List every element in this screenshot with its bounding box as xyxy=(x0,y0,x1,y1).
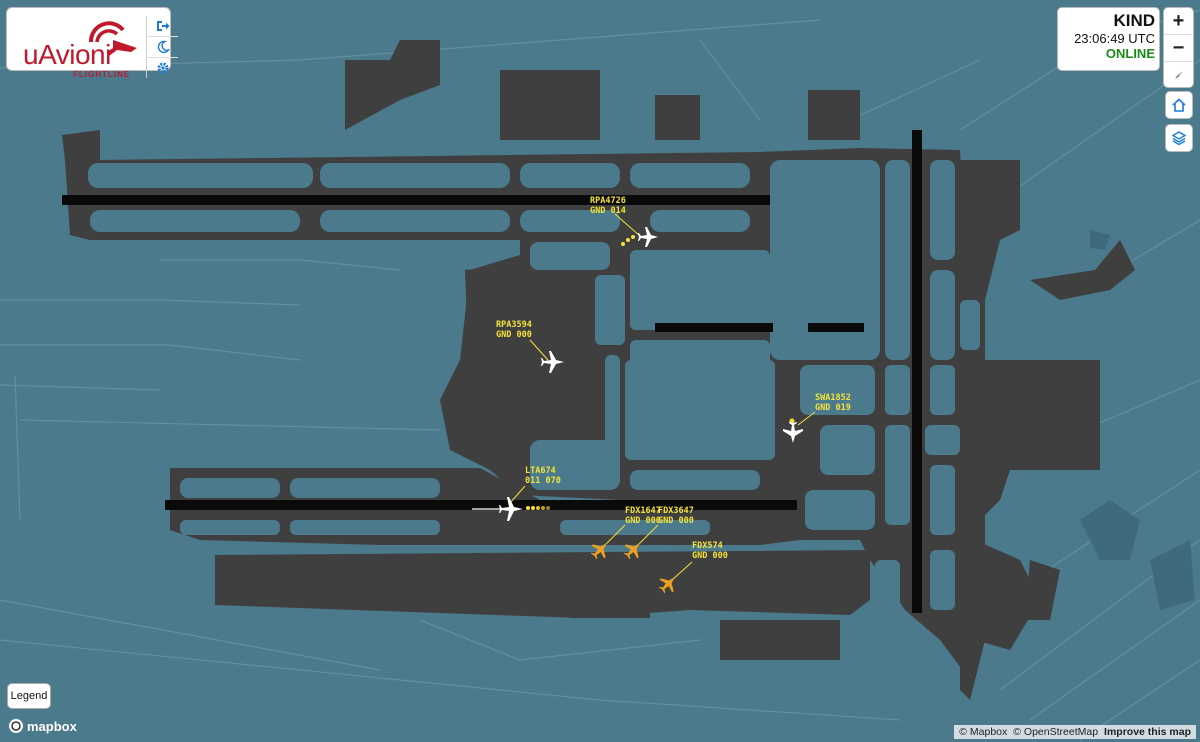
aircraft-fdx1647[interactable]: FDX1647 GND 000 xyxy=(587,506,661,563)
aircraft-layer: RPA4726 GND 014 RPA3594 GND 000 SWA1852 … xyxy=(472,196,851,597)
home-button[interactable] xyxy=(1166,92,1192,118)
app-logo: uAvioni FLIGHTLINE xyxy=(13,21,137,79)
logout-button[interactable] xyxy=(147,16,178,37)
aircraft-swa1852[interactable]: SWA1852 GND 019 xyxy=(783,393,851,443)
layers-button[interactable] xyxy=(1166,125,1192,151)
settings-button[interactable] xyxy=(147,58,178,78)
mapbox-logo-text: mapbox xyxy=(27,718,77,734)
app-logo-text: uAvioni xyxy=(23,39,111,70)
grass-islands xyxy=(88,160,1080,610)
dark-mode-button[interactable] xyxy=(147,37,178,58)
aircraft-label-info: GND 000 xyxy=(658,516,694,526)
aircraft-label-callsign: FDX574 xyxy=(692,541,723,551)
moon-icon xyxy=(157,40,170,54)
airplane-icon xyxy=(638,227,658,247)
airplane-icon xyxy=(541,351,564,373)
gear-icon xyxy=(157,62,168,74)
runways xyxy=(62,130,922,613)
utc-clock: 23:06:49 UTC xyxy=(1074,31,1155,46)
airplane-icon xyxy=(783,422,803,443)
aircraft-label-callsign: LTA674 xyxy=(525,466,556,476)
airplane-icon xyxy=(623,542,641,560)
aircraft-rpa4726[interactable]: RPA4726 GND 014 xyxy=(590,196,658,247)
aircraft-label-info: GND 000 xyxy=(625,516,661,526)
aircraft-label-info: GND 000 xyxy=(692,551,728,561)
logout-icon xyxy=(156,21,169,31)
aircraft-label-callsign: SWA1852 xyxy=(815,393,851,403)
map-water xyxy=(1080,230,1195,610)
osm-attribution-link[interactable]: © OpenStreetMap xyxy=(1013,726,1099,738)
aircraft-rpa3594[interactable]: RPA3594 GND 000 xyxy=(496,320,564,373)
aircraft-fdx3647[interactable]: FDX3647 GND 000 xyxy=(620,506,694,563)
improve-map-link[interactable]: Improve this map xyxy=(1104,726,1191,738)
aircraft-label-callsign: RPA4726 xyxy=(590,196,626,206)
aircraft-lta674[interactable]: LTA674 011 070 xyxy=(472,466,561,521)
zoom-out-button[interactable]: − xyxy=(1164,35,1193,62)
zoom-controls: + − xyxy=(1164,8,1193,87)
airplane-icon xyxy=(590,542,608,560)
aircraft-label-callsign: RPA3594 xyxy=(496,320,532,330)
aircraft-label-callsign: FDX3647 xyxy=(658,506,694,516)
connection-status: ONLINE xyxy=(1105,46,1155,61)
app-logo-subtitle: FLIGHTLINE xyxy=(73,70,131,79)
map-attribution: © Mapbox © OpenStreetMap Improve this ma… xyxy=(954,725,1196,739)
legend-button[interactable]: Legend xyxy=(8,684,50,708)
airplane-icon xyxy=(658,576,676,594)
aircraft-label-info: GND 014 xyxy=(590,206,626,216)
compass-icon xyxy=(1174,71,1183,79)
aircraft-label-info: GND 019 xyxy=(815,403,851,413)
airplane-icon xyxy=(499,497,523,521)
mapbox-attribution-link[interactable]: © Mapbox xyxy=(959,726,1008,738)
airport-code: KIND xyxy=(1113,11,1155,30)
aircraft-fdx574[interactable]: FDX574 GND 000 xyxy=(655,541,728,597)
mapbox-icon xyxy=(9,719,23,733)
radar-arcs-icon xyxy=(88,21,137,56)
zoom-in-button[interactable]: + xyxy=(1164,8,1193,35)
aircraft-label-info: 011 070 xyxy=(525,476,561,486)
app-controls xyxy=(146,16,178,78)
layers-icon xyxy=(1171,131,1187,146)
home-icon xyxy=(1172,98,1186,112)
app-logo-panel: uAvioni FLIGHTLINE xyxy=(7,8,178,79)
aircraft-label-callsign: FDX1647 xyxy=(625,506,661,516)
compass-button[interactable] xyxy=(1164,62,1193,88)
airport-status-panel: KIND 23:06:49 UTC ONLINE xyxy=(1058,8,1159,70)
aircraft-label-info: GND 000 xyxy=(496,330,532,340)
mapbox-logo[interactable]: mapbox xyxy=(8,718,77,734)
